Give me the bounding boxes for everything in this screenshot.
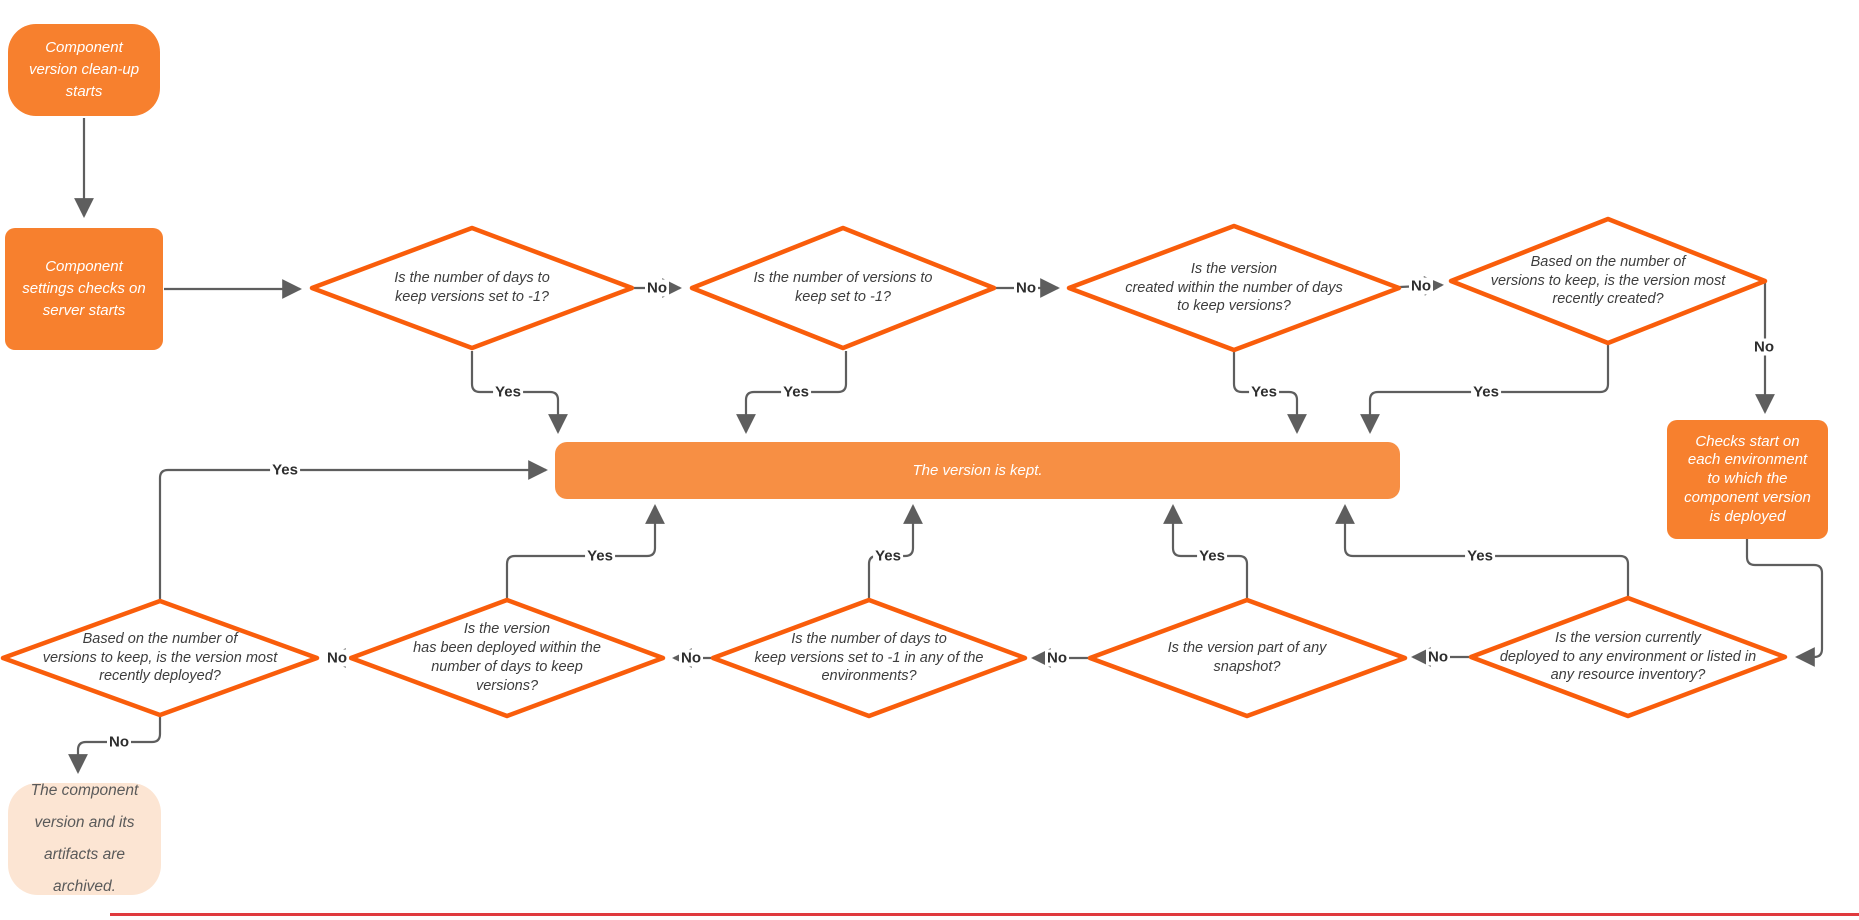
edge-label-no: No — [107, 733, 131, 751]
diamond-days-to-keep — [309, 225, 635, 351]
edge-label-no: No — [679, 649, 703, 667]
diamond-snapshot — [1087, 597, 1408, 719]
node-settings-checks: Component settings checks on server star… — [5, 228, 163, 350]
diamond-created-within — [1066, 223, 1402, 353]
diamond-versions-to-keep — [689, 225, 997, 351]
diamond-recently-deployed — [0, 598, 320, 718]
edge-label-yes: Yes — [585, 547, 615, 565]
edge-label-no: No — [325, 649, 349, 667]
diamond-days-env — [710, 597, 1028, 719]
diamond-deployed-within — [348, 597, 666, 719]
node-env-checks: Checks start on each environment to whic… — [1667, 420, 1828, 539]
edge-deployed-within-yes — [505, 504, 665, 600]
bottom-rule — [110, 913, 1859, 916]
node-archived: The component version and its artifacts … — [8, 782, 161, 895]
edge-recently-deployed-yes — [158, 460, 548, 600]
edge-label-yes: Yes — [1465, 547, 1495, 565]
edge-label-yes: Yes — [270, 461, 300, 479]
diamond-currently-deployed — [1468, 595, 1788, 719]
edge-env-to-currently-deployed — [1745, 539, 1824, 667]
edge-label-no: No — [1752, 338, 1776, 356]
edge-label-no: No — [645, 279, 669, 297]
node-version-kept: The version is kept. — [555, 442, 1400, 499]
edge-label-yes: Yes — [1197, 547, 1227, 565]
edge-label-yes: Yes — [781, 383, 811, 401]
edge-label-yes: Yes — [493, 383, 523, 401]
edge-label-yes: Yes — [1249, 383, 1279, 401]
edge-label-no: No — [1426, 648, 1450, 666]
edge-label-yes: Yes — [1471, 383, 1501, 401]
edge-label-yes: Yes — [873, 547, 903, 565]
node-start: Component version clean-up starts — [8, 24, 160, 116]
edge-label-no: No — [1014, 279, 1038, 297]
edge-label-no: No — [1045, 649, 1069, 667]
diamond-recently-created — [1448, 216, 1768, 346]
edge-label-no: No — [1409, 277, 1433, 295]
